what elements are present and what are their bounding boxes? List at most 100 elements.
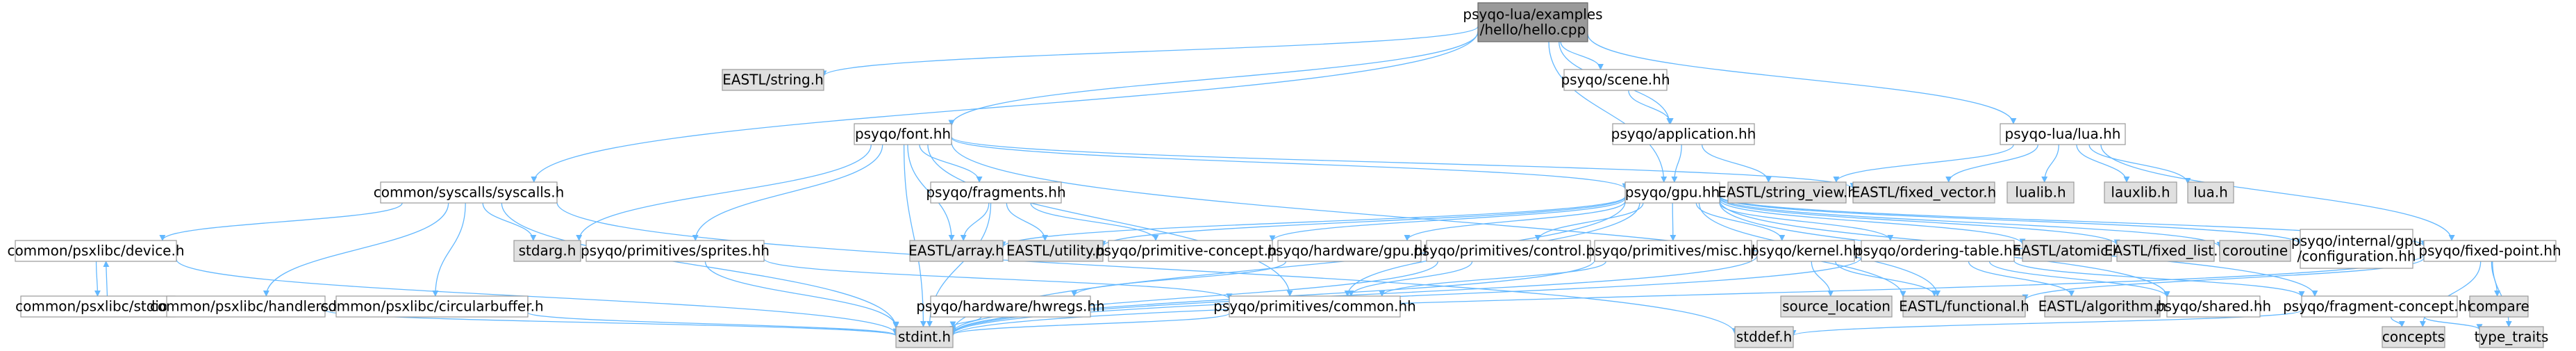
node-handlers[interactable]: common/psxlibc/handlers.h (150, 295, 342, 318)
edge-ordering_table-to-fragment_concept (2013, 260, 2305, 297)
node-label: compare (2468, 298, 2529, 315)
node-label: psyqo/hardware/hwregs.hh (916, 298, 1105, 315)
node-shared[interactable]: psyqo/shared.hh (2156, 295, 2271, 318)
node-root[interactable]: psyqo-lua/examples/hello/hello.cpp (1463, 2, 1603, 42)
node-internal-gpu-config[interactable]: psyqo/internal/gpu/configuration.hh (2291, 229, 2422, 269)
edge-root-to-gpu (1548, 41, 1668, 183)
node-box (2301, 295, 2458, 318)
edge-root-to-eastl_string (820, 26, 1479, 77)
edge-control-to-common_hh (1347, 261, 1473, 297)
node-box (1852, 181, 1995, 204)
node-stdio[interactable]: common/psxlibc/stdio.h (15, 295, 181, 318)
node-label: EASTL/functional.h (1899, 298, 2029, 315)
node-concepts: concepts (2382, 326, 2445, 348)
node-fragments[interactable]: psyqo/fragments.hh (926, 181, 1066, 204)
edge-common_hh-to-stdint (949, 313, 1230, 336)
node-fragment-concept[interactable]: psyqo/fragment-concept.hh (2283, 295, 2476, 318)
edge-font-to-gpu (951, 137, 1629, 190)
node-label: stddef.h (1736, 329, 1793, 345)
edge-root-to-font (948, 31, 1479, 126)
node-box (513, 240, 581, 262)
node-string-view: EASTL/string_view.h (1718, 181, 1856, 204)
edge-lua_hh-to-lauxlib (2076, 144, 2130, 183)
node-hwregs[interactable]: psyqo/hardware/hwregs.hh (916, 295, 1105, 318)
node-box (1477, 2, 1588, 42)
node-box (585, 240, 765, 262)
node-label: lauxlib.h (2111, 184, 2170, 201)
node-label: common/psxlibc/handlers.h (150, 298, 342, 315)
edge-hwregs-to-stdint (949, 316, 982, 328)
node-lauxlib: lauxlib.h (2104, 181, 2177, 204)
node-scene[interactable]: psyqo/scene.hh (1561, 69, 1670, 91)
edge-gpu-to-coroutine (1719, 197, 2223, 248)
node-label: psyqo/fragments.hh (926, 184, 1065, 201)
node-control[interactable]: psyqo/primitives/control.hh (1413, 240, 1604, 262)
node-box (2300, 229, 2413, 269)
node-box (1108, 240, 1273, 262)
edge-syscalls-to-device (159, 202, 403, 241)
edge-fragments-to-primitive_concept (1030, 202, 1159, 241)
node-label: EASTL/algorithm.h (2038, 298, 2167, 315)
node-fixed-point[interactable]: psyqo/fixed-point.hh (2418, 240, 2561, 262)
node-label: psyqo/shared.hh (2156, 298, 2271, 315)
node-eastl-string: EASTL/string.h (722, 69, 824, 91)
edge-gpu-to-eastl_utility (1099, 197, 1626, 247)
edge-gpu-to-control (1534, 202, 1644, 241)
node-label: EASTL/fixed_list.h (2104, 243, 2227, 259)
node-label: coroutine (2222, 243, 2288, 259)
node-label: EASTL/string_view.h (1718, 184, 1856, 201)
node-sprites[interactable]: psyqo/primitives/sprites.hh (581, 240, 770, 262)
node-coroutine: coroutine (2219, 240, 2291, 262)
node-ordering-table[interactable]: psyqo/ordering-table.hh (1854, 240, 2021, 262)
node-common-hh[interactable]: psyqo/primitives/common.hh (1213, 295, 1416, 318)
node-label: psyqo/hardware/gpu.hh (1267, 243, 1431, 259)
node-box (380, 181, 558, 204)
edge-gpu-to-fixed_list (1719, 197, 2120, 246)
node-fixed-vector: EASTL/fixed_vector.h (1852, 181, 1996, 204)
edge-syscalls-to-handlers (263, 202, 449, 297)
node-device[interactable]: common/psxlibc/device.h (7, 240, 185, 262)
node-application[interactable]: psyqo/application.hh (1611, 123, 1756, 145)
edge-kernel-to-stdint (949, 255, 1758, 335)
node-label: psyqo-lua/examples (1463, 6, 1602, 23)
edge-font-to-common_hh (927, 144, 1293, 297)
node-kernel[interactable]: psyqo/kernel.hh (1750, 240, 1861, 262)
node-label: psyqo/primitives/control.hh (1413, 243, 1604, 259)
node-label: psyqo/primitives/misc.hh (1586, 243, 1761, 259)
edge-layer (94, 26, 2512, 337)
node-lua-hh[interactable]: psyqo-lua/lua.hh (2000, 123, 2126, 145)
edge-stdio-to-device (103, 261, 110, 297)
node-eastl-functional: EASTL/functional.h (1899, 295, 2029, 318)
node-primitive-concept[interactable]: psyqo/primitive-concept.hh (1095, 240, 1286, 262)
node-box (335, 295, 529, 318)
node-gpu[interactable]: psyqo/gpu.hh (1624, 181, 1720, 204)
node-label: stdarg.h (519, 243, 576, 259)
node-font[interactable]: psyqo/font.hh (854, 123, 952, 145)
node-label: common/syscalls/syscalls.h (374, 184, 565, 201)
node-box (2022, 240, 2112, 262)
node-misc[interactable]: psyqo/primitives/misc.hh (1586, 240, 1761, 262)
node-label: psyqo/ordering-table.hh (1854, 243, 2021, 259)
edge-gpu-to-internal_gpu_config (1719, 196, 2304, 245)
node-eastl-utility: EASTL/utility.h (1006, 240, 1105, 262)
node-eastl-atomic: EASTL/atomic.h (2013, 240, 2121, 262)
node-eastl-array: EASTL/array.h (908, 240, 1004, 262)
edge-circularbuffer-to-stdint (527, 311, 899, 336)
node-box (909, 240, 1004, 262)
node-box (1594, 240, 1752, 262)
edge-ordering_table-to-eastl_algorithm (1968, 261, 2075, 297)
node-box (722, 69, 824, 91)
node-type-traits: type_traits (2475, 326, 2548, 348)
node-box (854, 123, 952, 145)
edge-font-to-stdint (903, 144, 926, 327)
node-circularbuffer[interactable]: common/psxlibc/circularbuffer.h (320, 295, 544, 318)
node-hardware-gpu[interactable]: psyqo/hardware/gpu.hh (1267, 240, 1432, 262)
node-syscalls[interactable]: common/syscalls/syscalls.h (374, 181, 565, 204)
node-box (1624, 181, 1720, 204)
node-label: EASTL/array.h (908, 243, 1004, 259)
node-box (2187, 181, 2234, 204)
node-label: psyqo/scene.hh (1561, 72, 1670, 88)
node-box (1727, 181, 1847, 204)
edge-lua_hh-to-lua_h (2088, 144, 2191, 184)
node-box (895, 326, 954, 348)
